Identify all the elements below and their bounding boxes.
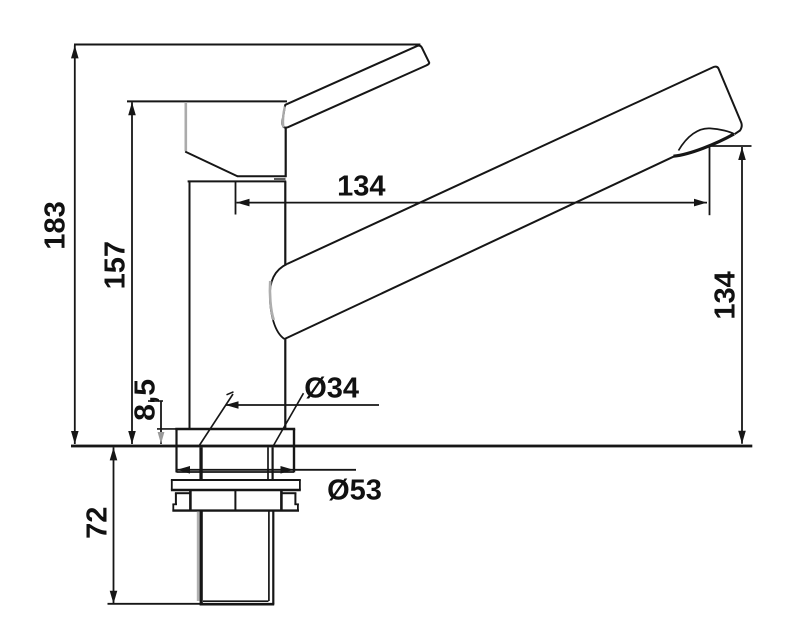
svg-text:72: 72 <box>82 507 114 539</box>
svg-text:134: 134 <box>337 171 385 203</box>
svg-text:157: 157 <box>100 241 132 289</box>
svg-text:134: 134 <box>710 271 742 319</box>
svg-text:Ø34: Ø34 <box>304 373 359 405</box>
svg-text:8,5: 8,5 <box>129 379 161 421</box>
svg-text:Ø53: Ø53 <box>327 475 382 507</box>
svg-text:183: 183 <box>40 201 72 249</box>
